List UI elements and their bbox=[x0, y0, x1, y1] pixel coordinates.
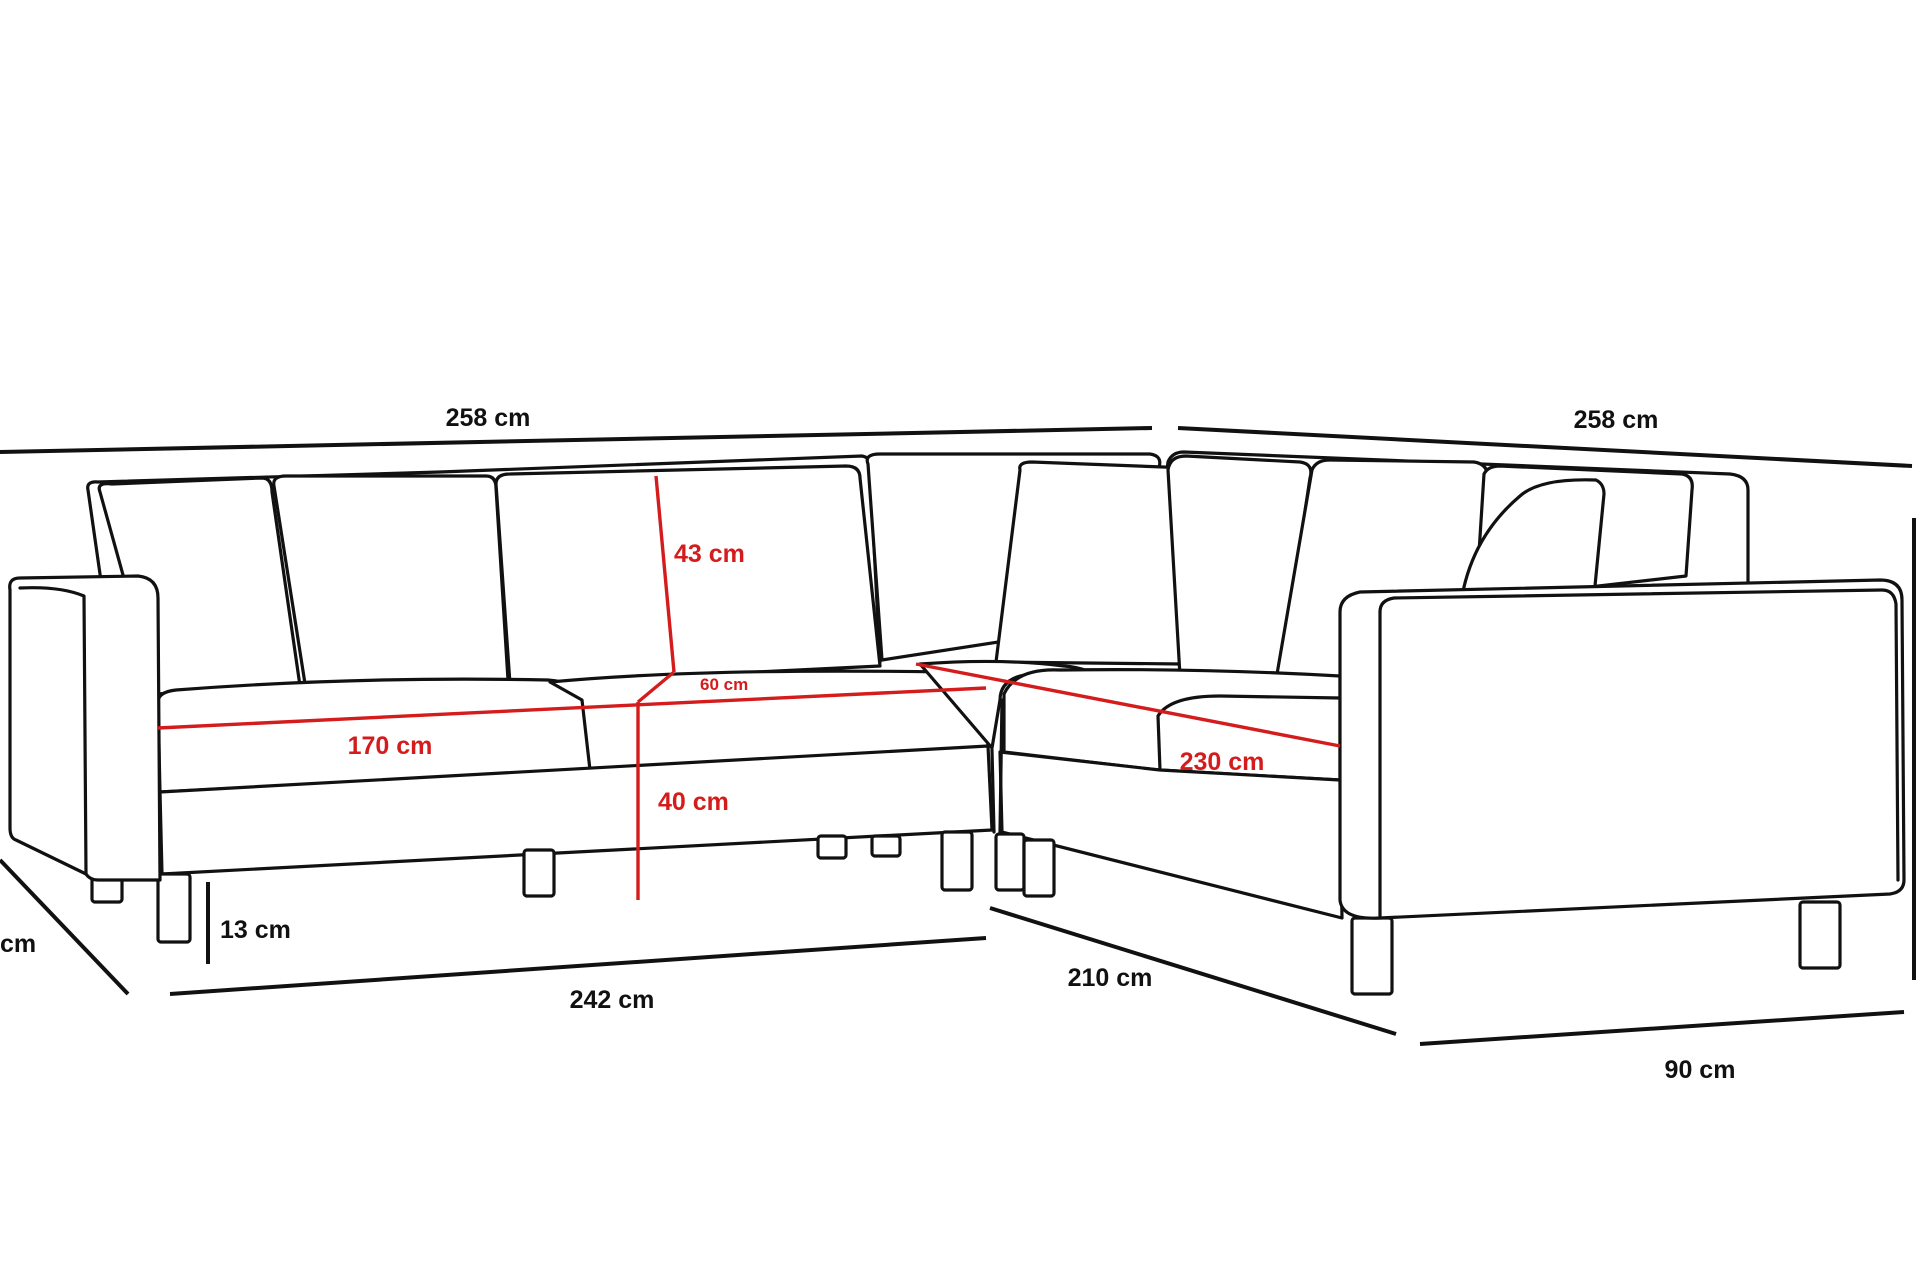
label-seat-width-left: 170 cm bbox=[348, 732, 433, 760]
leg-corner-3 bbox=[1022, 838, 1056, 898]
dim-line-bottom-side bbox=[989, 906, 1397, 1036]
leg-corner-1 bbox=[940, 830, 974, 892]
armrest-left-seam bbox=[18, 586, 88, 876]
dim-line-right-depth bbox=[1419, 1010, 1905, 1046]
red-line-seat-right bbox=[915, 662, 1341, 748]
dimension-labels: 258 cm 258 cm cm 13 cm 242 cm 210 cm 90 … bbox=[0, 404, 1735, 1084]
red-line-seat-left bbox=[157, 686, 987, 730]
leg-front-mid bbox=[522, 848, 556, 898]
dim-line-top-left bbox=[0, 426, 1153, 454]
dim-line-left-depth bbox=[0, 858, 130, 996]
seat-measure-labels: 43 cm 60 cm 170 cm 230 cm 40 cm bbox=[348, 540, 1265, 816]
label-leg-height: 13 cm bbox=[220, 916, 291, 944]
label-right-depth: 90 cm bbox=[1665, 1056, 1736, 1084]
label-top-right-width: 258 cm bbox=[1574, 406, 1659, 434]
label-left-cut: cm bbox=[0, 930, 36, 958]
leg-back-mid-2 bbox=[870, 834, 902, 858]
red-line-seat-depth bbox=[636, 670, 676, 704]
label-seat-height: 40 cm bbox=[658, 788, 729, 816]
label-seat-width-right: 230 cm bbox=[1180, 748, 1265, 776]
label-bottom-side-length: 210 cm bbox=[1068, 964, 1153, 992]
sofa-drawing bbox=[8, 450, 1906, 996]
leg-corner-2 bbox=[994, 832, 1026, 892]
label-backrest-height: 43 cm bbox=[674, 540, 745, 568]
red-line-backrest bbox=[654, 475, 676, 673]
label-top-left-width: 258 cm bbox=[446, 404, 531, 432]
label-bottom-front-length: 242 cm bbox=[570, 986, 655, 1014]
seat-measure-lines bbox=[157, 475, 1341, 900]
dim-line-bottom-front bbox=[169, 936, 987, 996]
back-cushion-left-3 bbox=[494, 464, 882, 686]
throw-pillow-right bbox=[1458, 478, 1606, 612]
base-corner-seam bbox=[990, 748, 996, 834]
leg-back-mid-1 bbox=[816, 834, 848, 860]
armrest-right bbox=[1338, 578, 1906, 920]
leg-left-front bbox=[156, 872, 192, 944]
leg-right-back bbox=[1798, 900, 1842, 970]
dim-line-top-right bbox=[1177, 426, 1913, 468]
label-seat-depth: 60 cm bbox=[700, 675, 748, 694]
leg-right-front bbox=[1350, 916, 1394, 996]
corner-post bbox=[998, 698, 1004, 834]
dimension-lines bbox=[0, 426, 1916, 1046]
back-cushion-left-2 bbox=[272, 474, 510, 692]
armrest-right-front-panel bbox=[1378, 588, 1900, 882]
